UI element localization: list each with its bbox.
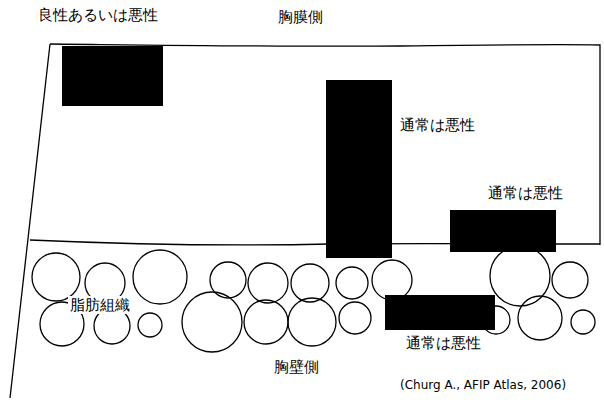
fat-circles <box>32 246 595 352</box>
fat-tissue-label: 脂肪組織 <box>68 296 132 314</box>
pleura-side-label: 胸膜側 <box>276 8 325 26</box>
caption: (Churg A., AFIP Atlas, 2006) <box>398 378 568 392</box>
tumor-label: 通常は悪性 <box>404 334 483 352</box>
pleura-outline <box>10 44 600 398</box>
chest-wall-side-label: 胸壁側 <box>272 358 321 376</box>
tumor-label: 良性あるいは悪性 <box>36 6 160 24</box>
tumor-label: 通常は悪性 <box>398 116 477 134</box>
tumor-blocks <box>62 46 556 330</box>
tumor-label: 通常は悪性 <box>486 184 565 202</box>
